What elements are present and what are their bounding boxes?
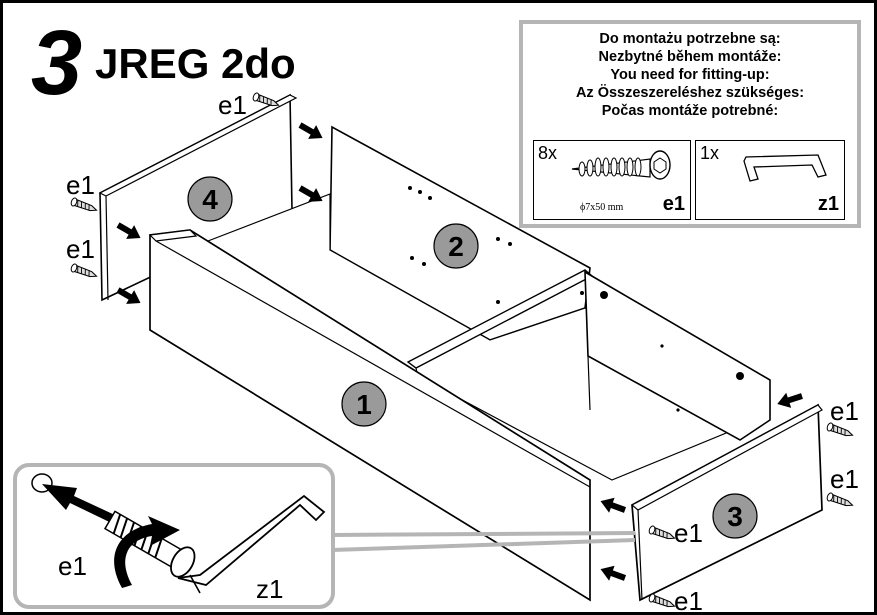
- part-e1: 8x ϕ7x50 mm e1: [533, 140, 691, 220]
- requirements-box: Do montażu potrzebne są: Nezbytné během …: [519, 20, 861, 228]
- step-number: 3: [31, 12, 83, 114]
- req-line-cz: Nezbytné během montáže:: [598, 49, 782, 65]
- part-z1-qty: 1x: [700, 143, 720, 163]
- req-line-en: You need for fitting-up:: [610, 67, 770, 83]
- panel-right-back: [580, 270, 771, 441]
- req-line-pl: Do montażu potrzebne są:: [599, 31, 781, 47]
- requirements-lines: Do montażu potrzebne są: Nezbytné během …: [523, 30, 857, 120]
- panel-badges: 4 2 1 3: [187, 176, 758, 539]
- e1-label-left-bottom: e1: [66, 234, 95, 264]
- panel-3-label: 3: [727, 501, 743, 532]
- part-e1-dimension: ϕ7x50 mm: [580, 202, 624, 213]
- e1-label-left-top: e1: [66, 170, 95, 200]
- detail-screw-label: e1: [58, 551, 87, 581]
- part-z1-code: z1: [817, 193, 839, 215]
- fastener-labels: e1 e1 e1 e1 e1 e1 e1: [66, 90, 859, 615]
- e1-label-front-top: e1: [674, 518, 703, 548]
- panel-1-label: 1: [356, 389, 372, 420]
- panel-2-label: 2: [448, 231, 464, 262]
- e1-label-top: e1: [218, 90, 247, 120]
- allen-key-icon: [743, 154, 827, 182]
- e1-label-front-bottom: e1: [674, 586, 703, 615]
- screw-icon: [571, 150, 671, 180]
- panel-4-label: 4: [202, 184, 218, 215]
- part-e1-qty: 8x: [538, 143, 558, 163]
- detail-callout: [13, 463, 636, 609]
- part-e1-code: e1: [662, 193, 685, 215]
- e1-label-right-top: e1: [830, 396, 859, 426]
- req-line-hu: Az Összeszereléshez szükséges:: [575, 85, 805, 101]
- part-z1: 1x z1: [695, 140, 845, 220]
- e1-label-right-bottom: e1: [830, 464, 859, 494]
- req-line-sk: Počas montáže potrebné:: [601, 103, 779, 119]
- step-title: JREG 2do: [95, 40, 296, 87]
- detail-key-label: z1: [256, 574, 283, 604]
